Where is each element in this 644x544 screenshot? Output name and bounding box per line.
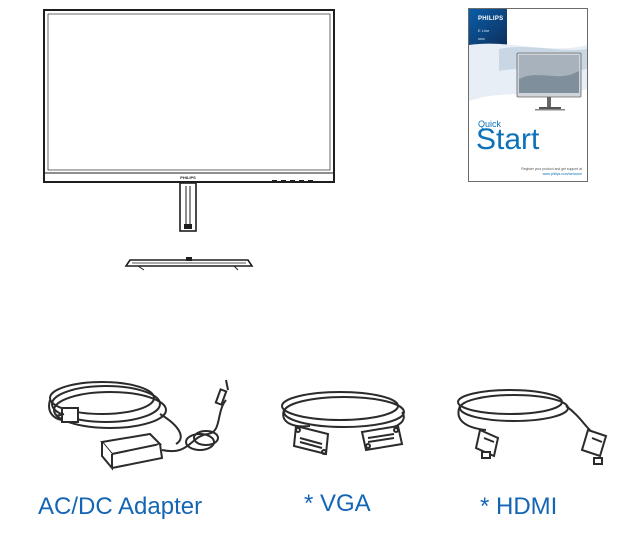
booklet-start-text: Start	[476, 123, 540, 156]
monitor-illustration: PHILIPS	[43, 9, 335, 271]
hdmi-cable-illustration	[457, 389, 608, 465]
vga-label: * VGA	[304, 490, 371, 517]
ac-dc-adapter-label: AC/DC Adapter	[38, 493, 203, 520]
booklet-url: www.philips.com/welcome	[542, 172, 582, 176]
ac-dc-adapter-illustration	[48, 379, 229, 471]
booklet-brand: PHILIPS	[478, 16, 504, 22]
booklet-series: E Line	[478, 28, 490, 33]
hdmi-label: * HDMI	[480, 493, 558, 520]
booklet-cover-art	[469, 9, 587, 111]
quick-start-booklet: PHILIPS E Line #### Quick Start Register…	[468, 8, 588, 182]
monitor-brand-logo: PHILIPS	[180, 175, 196, 180]
vga-cable-illustration	[281, 391, 405, 456]
booklet-quick-text: Quick	[478, 119, 502, 129]
booklet-register-text: Register your product and get support at	[521, 167, 582, 171]
booklet-model: ####	[478, 37, 485, 41]
